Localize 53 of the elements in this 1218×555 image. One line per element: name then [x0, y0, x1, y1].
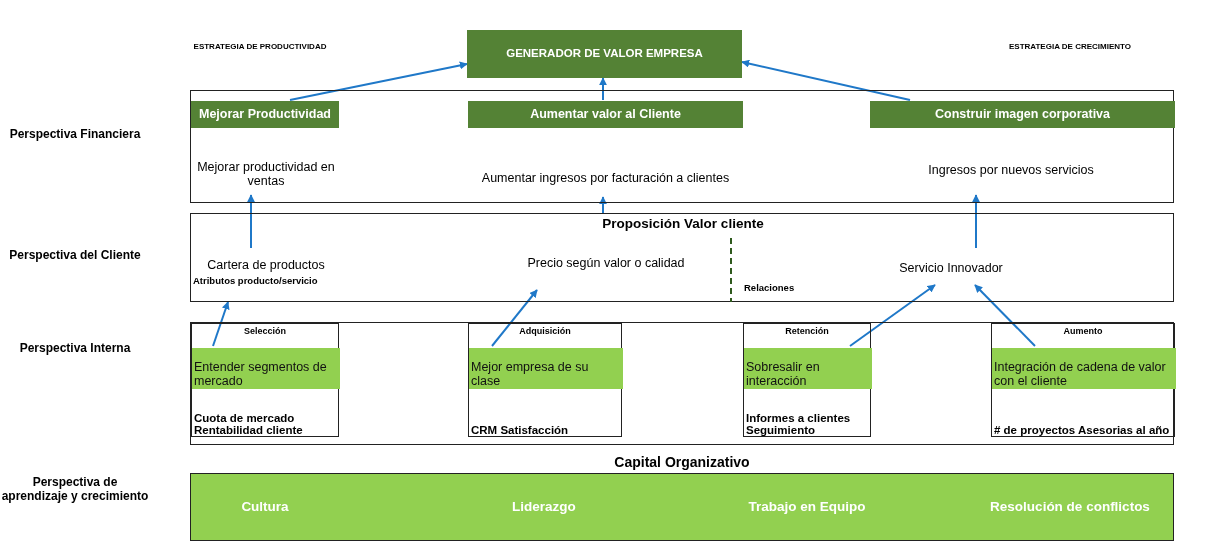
objective-header: Aumentar valor al Cliente	[468, 101, 743, 128]
objective-text: Ingresos por nuevos servicios	[927, 163, 1095, 177]
capability-label: Cultura	[240, 498, 290, 517]
objective-text: Servicio Innovador	[898, 260, 1004, 275]
objective-band: Entender segmentos de mercado	[192, 348, 340, 389]
process-heading: Aumento	[1062, 326, 1104, 337]
process-box	[468, 323, 622, 437]
band-heading: Proposición Valor cliente	[601, 216, 765, 232]
frame-box	[190, 90, 1174, 203]
objective-band: Mejor empresa de su clase	[469, 348, 623, 389]
perspective-label: Perspectiva del Cliente	[8, 249, 142, 263]
arrow	[974, 284, 1036, 347]
objective-text: Precio según valor o calidad	[526, 256, 686, 270]
attribute-label: Relaciones	[744, 283, 796, 294]
arrow	[247, 194, 255, 249]
title-box: GENERADOR DE VALOR EMPRESA	[467, 30, 742, 78]
indicator-text: CRM Satisfacción	[471, 423, 570, 436]
perspective-label: Perspectiva de aprendizaje y crecimiento	[0, 476, 150, 504]
indicator-text: # de proyectos Asesorias al año	[994, 423, 1171, 436]
objective-band: Sobresalir en interacción	[744, 348, 872, 389]
capability-label: Trabajo en Equipo	[747, 498, 867, 517]
arrow	[972, 194, 980, 249]
indicator-text: Informes a clientes Seguimiento	[746, 411, 852, 436]
attribute-label: Atributos producto/servicio	[193, 276, 319, 287]
indicator-text: Cuota de mercado Rentabilidad cliente	[194, 411, 304, 436]
capability-label: Resolución de conflictos	[989, 498, 1151, 517]
objective-header: Construir imagen corporativa	[870, 101, 1175, 128]
arrow	[491, 289, 538, 347]
arrow	[741, 59, 911, 101]
process-box	[191, 323, 339, 437]
process-box	[743, 323, 871, 437]
objective-band: Integración de cadena de valor con el cliente	[992, 348, 1176, 389]
objective-text: Aumentar ingresos por facturación a clientes	[480, 171, 731, 185]
perspective-label: Perspectiva Financiera	[8, 128, 142, 142]
frame-box	[190, 322, 1174, 445]
band-heading: Capital Organizativo	[613, 455, 751, 471]
value-band	[190, 213, 1174, 302]
arrow	[599, 77, 607, 101]
objective-header: Mejorar Productividad	[191, 101, 339, 128]
arrow	[212, 301, 230, 347]
process-heading: Adquisición	[518, 326, 572, 337]
arrow	[849, 284, 936, 347]
strategy-label: ESTRATEGIA DE CRECIMIENTO	[1007, 42, 1133, 52]
objective-text: Cartera de productos	[206, 258, 326, 272]
perspective-label: Perspectiva Interna	[18, 342, 132, 356]
objective-text: Mejorar productividad en ventas	[196, 159, 336, 188]
strategy-label: ESTRATEGIA DE PRODUCTIVIDAD	[192, 42, 328, 52]
capability-label: Liderazgo	[511, 498, 577, 517]
arrow	[289, 61, 468, 101]
process-heading: Selección	[243, 326, 287, 337]
process-heading: Retención	[784, 326, 830, 337]
process-box	[991, 323, 1175, 437]
arrow	[599, 196, 607, 214]
